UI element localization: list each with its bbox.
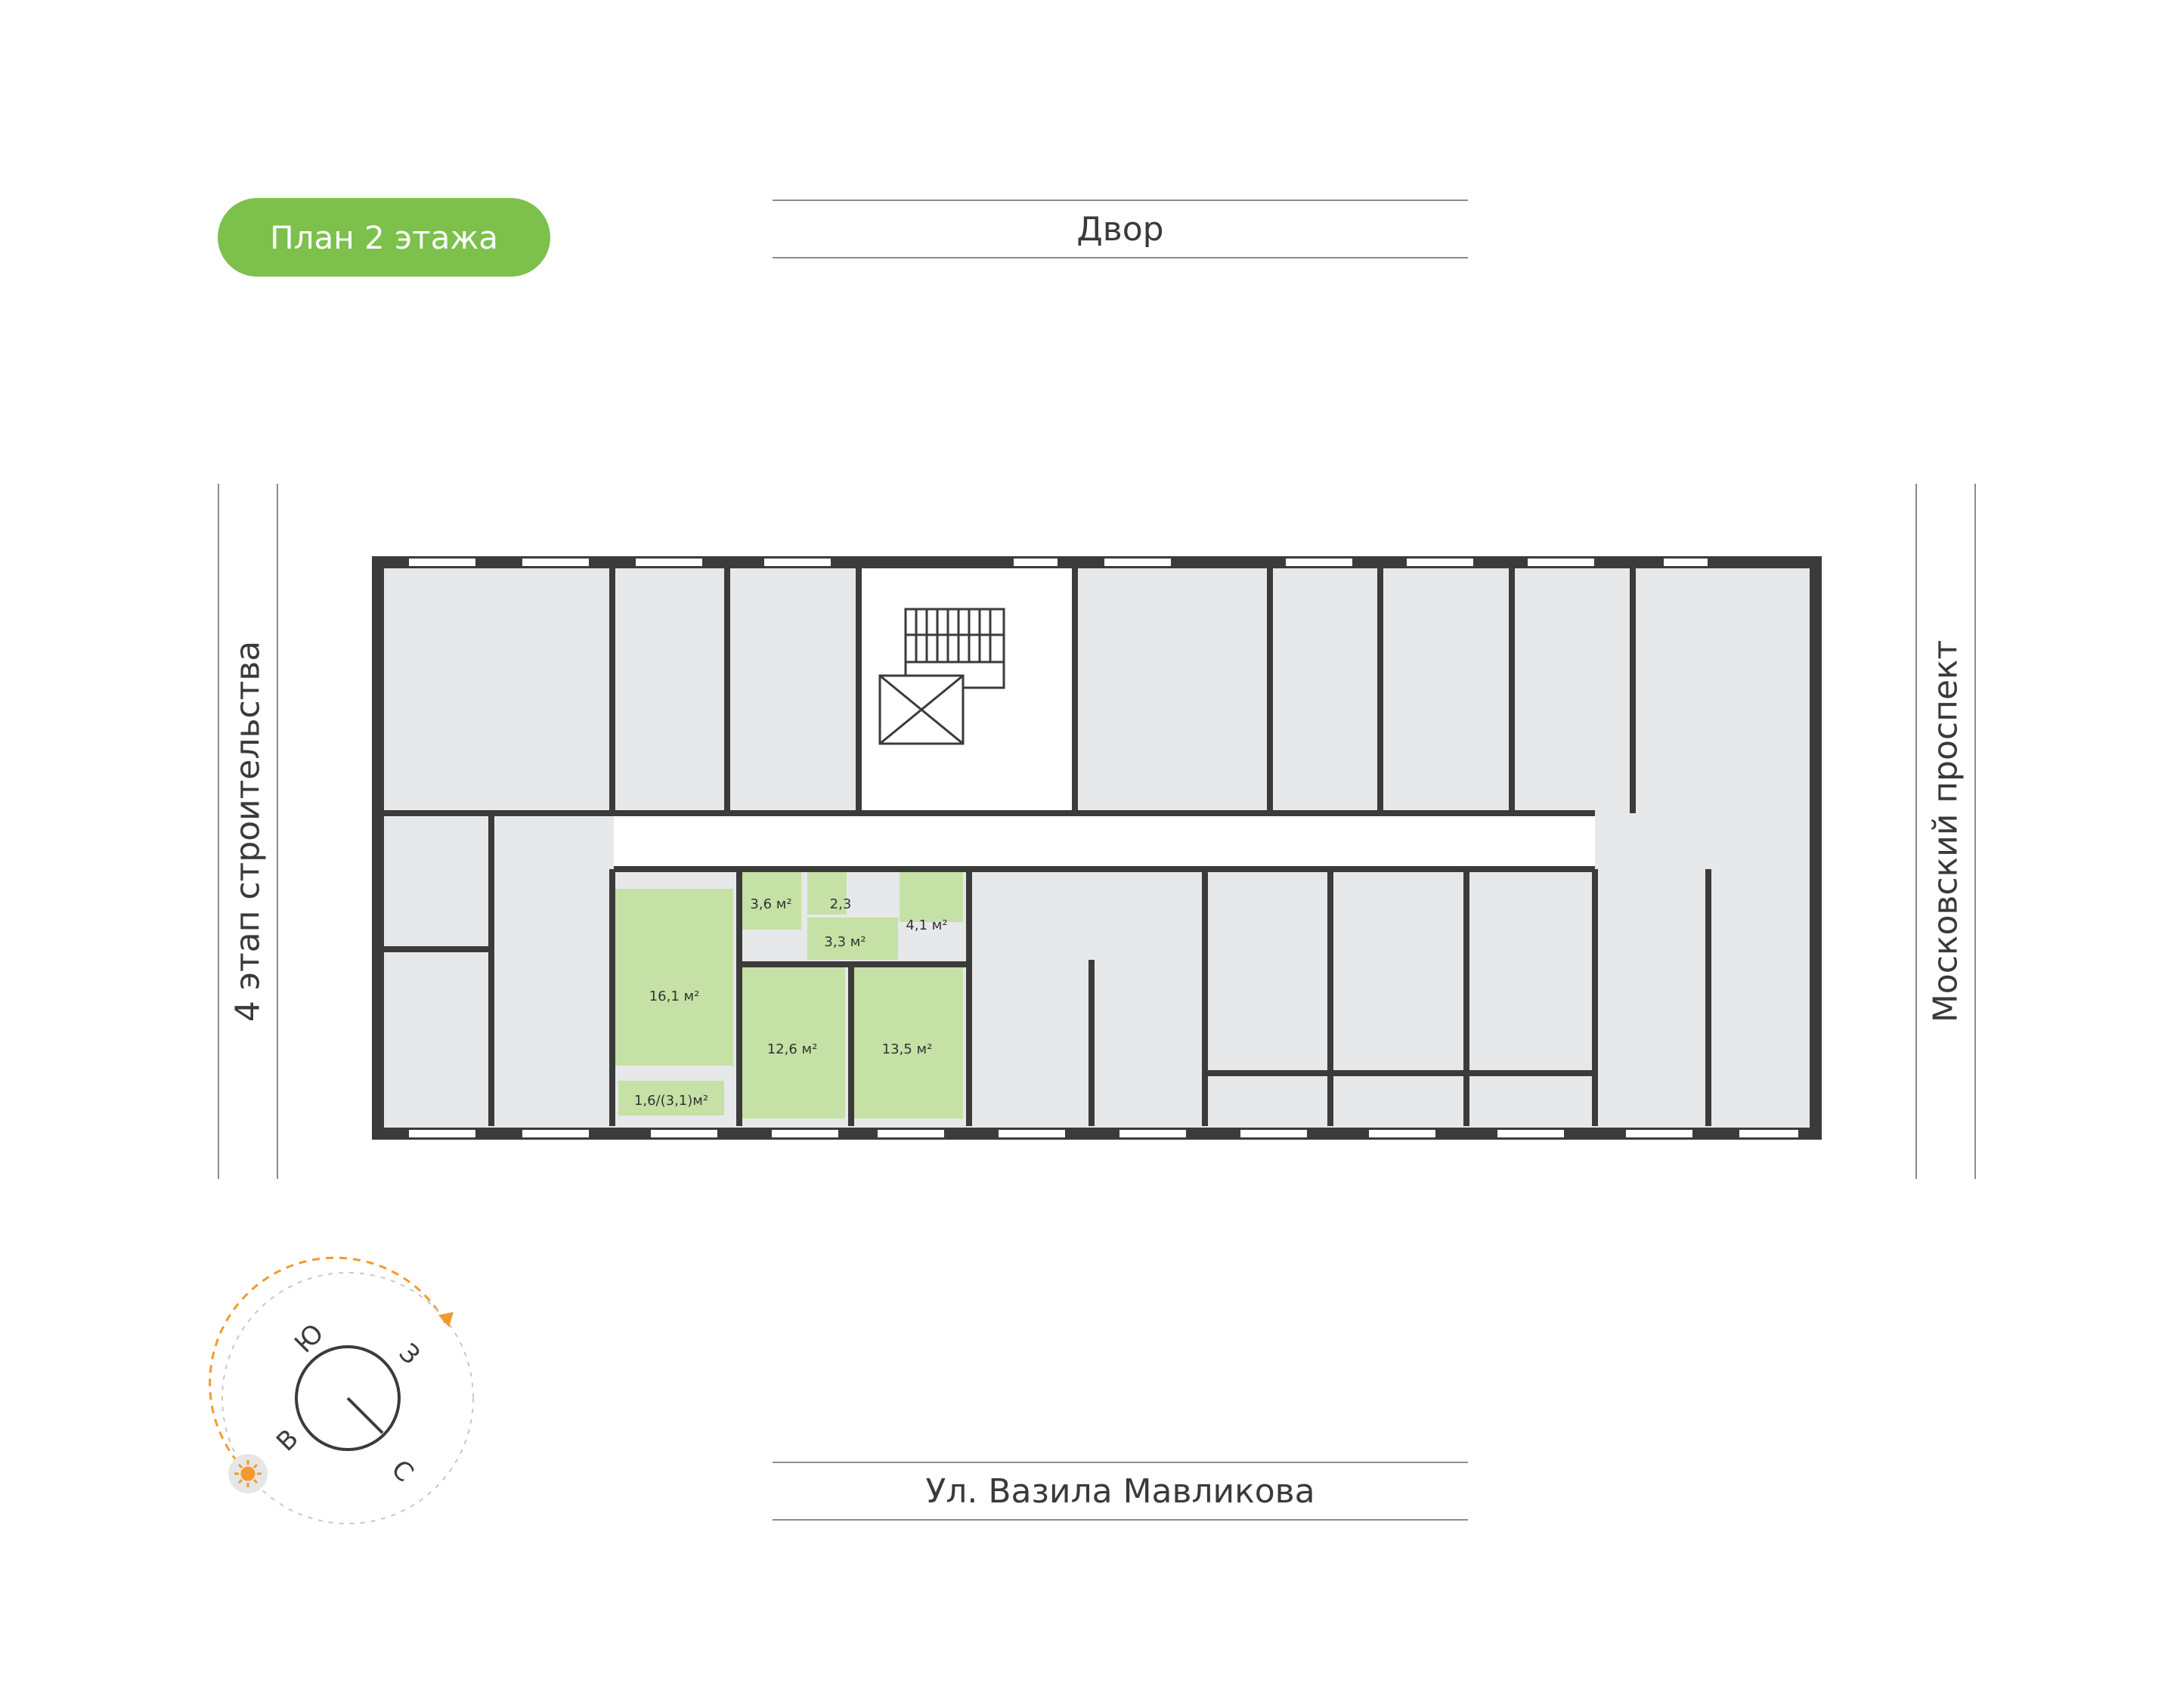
corridor [614,813,1595,869]
sun-path-arrow [438,1312,454,1327]
hall-room[interactable] [807,917,898,960]
wc-area-label: 2,3 [830,896,852,912]
road-left: 4 этап строительства [218,484,278,1179]
wc-room[interactable] [807,869,847,914]
kitchen-room[interactable] [612,889,733,1066]
balcony-room[interactable] [618,1081,724,1115]
sun-icon [234,1460,262,1487]
corridor-room[interactable] [900,869,963,922]
room-2-area-label: 13,5 м² [882,1041,933,1057]
road-top: Двор [773,200,1468,258]
compass-north: С [386,1454,420,1488]
windows [407,557,1800,1139]
highlighted-apartment[interactable] [612,869,963,1119]
bathroom-room[interactable] [739,869,801,930]
stairs-icon [904,608,1005,689]
bathroom-area-label: 3,6 м² [750,896,791,912]
room-1[interactable] [739,964,845,1119]
compass-west: З [393,1338,426,1371]
hall-area-label: 3,3 м² [824,934,866,950]
room-2[interactable] [851,964,963,1119]
road-top-label: Двор [1076,209,1164,249]
compass-east: В [271,1424,305,1458]
sun-path-arc [209,1256,447,1462]
floor-plan-badge[interactable]: План 2 этажа [218,198,550,277]
interior-walls [384,568,1711,1126]
road-bottom-label: Ул. Вазила Мавликова [925,1471,1315,1511]
balcony-area-label: 1,6/(3,1)м² [634,1093,708,1109]
elevator-icon [878,674,965,745]
room-1-area-label: 12,6 м² [767,1041,818,1057]
road-right: Московский проспект [1915,484,1976,1179]
compass-outer-dash [221,1272,474,1524]
compass: Ю З В С [209,1256,474,1524]
corridor-area-label: 4,1 м² [906,917,947,933]
road-bottom: Ул. Вазила Мавликова [773,1462,1468,1521]
compass-needle [346,1397,384,1434]
kitchen-area-label: 16,1 м² [649,989,700,1004]
